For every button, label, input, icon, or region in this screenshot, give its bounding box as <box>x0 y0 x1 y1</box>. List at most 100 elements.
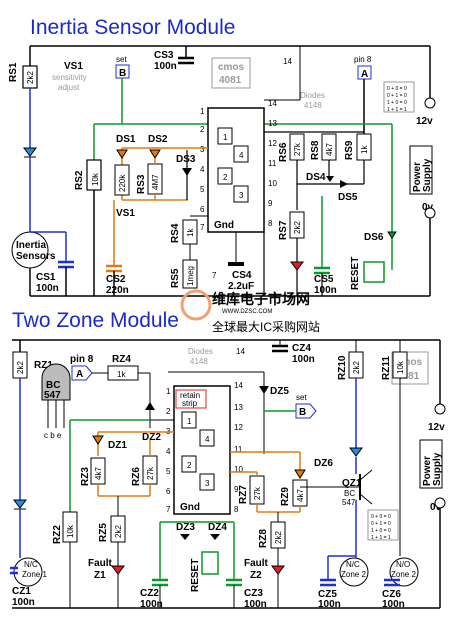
cz4-label: CZ4 <box>292 343 311 354</box>
zone2b-line2: Zone 2 <box>391 570 416 579</box>
cz6-label: CZ6 <box>382 589 401 600</box>
diode-ds4 <box>326 176 334 182</box>
svg-text:12: 12 <box>268 139 277 148</box>
bottom-pin14-note: 14 <box>236 347 245 356</box>
svg-text:11: 11 <box>234 445 243 454</box>
top-pin14-note: 14 <box>283 57 292 66</box>
cs3-label: CS3 <box>154 50 174 61</box>
qz1-type2: 547 <box>342 498 356 507</box>
retain-line1: retain <box>180 391 200 400</box>
svg-text:2: 2 <box>200 125 205 134</box>
rs2-value: 10k <box>91 172 100 186</box>
cs4-value: 2.2uF <box>228 281 254 292</box>
resistor-rs5 <box>182 259 198 289</box>
ds2-label: DS2 <box>148 134 168 145</box>
top-truth-table <box>383 81 415 113</box>
rz10-label: RZ10 <box>337 355 348 380</box>
rz5-label: RZ5 <box>98 523 109 542</box>
dz3-label: DZ3 <box>176 522 195 533</box>
qz1-type1: BC <box>344 489 355 498</box>
bottom-0v-terminal <box>434 497 446 509</box>
svg-text:9: 9 <box>234 485 239 494</box>
top-reset-button[interactable] <box>363 261 385 283</box>
bottom-truth-4: 1 + 1 = 1 <box>371 535 391 541</box>
vs1-title: VS1 <box>64 61 83 72</box>
bottom-reset-button[interactable] <box>201 551 219 575</box>
svg-text:1: 1 <box>200 107 205 116</box>
rs5-label: RS5 <box>170 268 181 288</box>
rs5-value: 1meg <box>186 266 195 286</box>
rs4-label: RS4 <box>170 223 181 243</box>
watermark-cn2: 全球最大IC采购网站 <box>212 319 320 334</box>
bottom-module: 2k2 RZ1 N/C Zone 1 CZ1 100n BC 547 c b e… <box>10 339 446 610</box>
dz2-label: DZ2 <box>142 432 161 443</box>
svg-text:4: 4 <box>200 165 205 174</box>
top-ic-4081 <box>207 107 265 233</box>
diode-dz6 <box>294 469 306 479</box>
rs4-value: 1k <box>186 228 195 237</box>
top-cmos-line2: 4081 <box>219 75 242 86</box>
bottom-truth-3: 1 + 0 = 0 <box>371 528 391 534</box>
vs1-text2: adjust <box>58 83 80 92</box>
rz6-label: RZ6 <box>131 467 142 486</box>
diode-dz1 <box>92 435 104 445</box>
bottom-set-label: set <box>296 393 307 402</box>
rz2-value: 10k <box>66 524 75 538</box>
dz6-label: DZ6 <box>314 458 333 469</box>
top-pin7-note: 7 <box>212 271 217 280</box>
rz3-label: RZ3 <box>80 467 91 486</box>
bottom-title: Two Zone Module <box>12 309 179 332</box>
rs3-label: RS3 <box>136 174 147 194</box>
rz7-value: 27k <box>253 486 262 500</box>
top-0v-terminal <box>424 207 436 219</box>
rz4-value: 1k <box>117 370 126 379</box>
top-diodes-line1: Diodes <box>300 91 325 100</box>
rz11-label: RZ11 <box>381 356 392 380</box>
top-title: Inertia Sensor Module <box>30 16 235 39</box>
svg-text:2: 2 <box>166 407 171 416</box>
svg-text:1: 1 <box>187 417 192 426</box>
watermark-url: WWW.DZSC.COM <box>222 309 272 315</box>
cs2-value: 220n <box>106 285 129 296</box>
svg-text:8: 8 <box>234 505 239 514</box>
diode-ds6 <box>387 231 397 239</box>
rs6-value: 27k <box>293 142 302 156</box>
bottom-set-connector[interactable] <box>295 403 317 419</box>
cz1-value: 100n <box>12 597 35 608</box>
vs1-pot-label: VS1 <box>116 208 135 219</box>
svg-text:4: 4 <box>166 447 171 456</box>
svg-text:3: 3 <box>200 145 205 154</box>
svg-text:13: 13 <box>268 119 277 128</box>
bottom-diodes-line1: Diodes <box>188 347 213 356</box>
top-power-supply <box>409 145 433 195</box>
rz9-value: 4k7 <box>296 489 305 502</box>
rz9-label: RZ9 <box>280 487 291 506</box>
svg-text:5: 5 <box>166 467 171 476</box>
cz3-label: CZ3 <box>244 588 263 599</box>
cs1-label: CS1 <box>36 272 56 283</box>
cs5-label: CS5 <box>314 274 334 285</box>
svg-text:13: 13 <box>234 403 243 412</box>
bottom-12v-terminal <box>434 403 446 415</box>
diode-ds5 <box>340 180 348 188</box>
bottom-pin8-connector[interactable] <box>71 365 93 381</box>
rs9-label: RS9 <box>344 140 355 160</box>
fault2-line1: Fault <box>244 558 269 569</box>
led-fault-z1 <box>111 565 125 575</box>
zone2-line1: N/C <box>346 560 360 569</box>
bottom-power-line1: Power <box>422 456 433 486</box>
pot-vs1 <box>114 164 130 196</box>
svg-text:5: 5 <box>200 185 205 194</box>
bottom-12v-label: 12v <box>428 422 445 433</box>
dz4-label: DZ4 <box>208 522 227 533</box>
fault1-line1: Fault <box>88 558 113 569</box>
rs2-label: RS2 <box>74 170 85 190</box>
top-cmos-badge <box>211 57 251 89</box>
cz1-label: CZ1 <box>12 586 31 597</box>
bottom-power-supply <box>419 439 443 489</box>
bc547-pinout: c b e <box>44 431 62 440</box>
top-set-letter: B <box>119 68 126 79</box>
svg-text:4: 4 <box>239 151 244 160</box>
retain-line2: strip <box>182 399 198 408</box>
diode-dz5 <box>259 386 269 394</box>
